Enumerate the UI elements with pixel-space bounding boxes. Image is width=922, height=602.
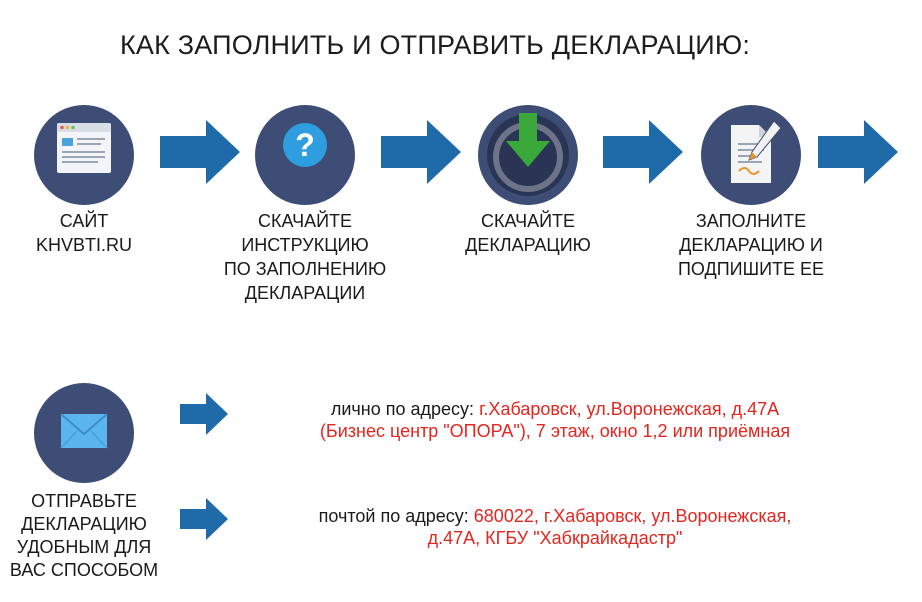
- send-label: ОТПРАВЬТЕ ДЕКЛАРАЦИЮ УДОБНЫМ ДЛЯ ВАС СПО…: [4, 490, 164, 582]
- step-1-icon-circle: [34, 105, 134, 205]
- arrow-step-4-next: [818, 120, 898, 184]
- send-label-line: ОТПРАВЬТЕ: [31, 491, 137, 511]
- step-2-icon-circle: ?: [255, 105, 355, 205]
- send-option-by-mail-line-1: почтой по адресу: 680022, г.Хабаровск, у…: [255, 505, 855, 527]
- send-label-line: УДОБНЫМ ДЛЯ: [16, 537, 152, 557]
- send-option-by-mail: почтой по адресу: 680022, г.Хабаровск, у…: [255, 505, 855, 549]
- step-4-label: ЗАПОЛНИТЕ ДЕКЛАРАЦИЮ И ПОДПИШИТЕ ЕЕ: [666, 209, 836, 281]
- step-2-label-line: ИНСТРУКЦИЮ: [241, 235, 369, 255]
- send-label-line: ВАС СПОСОБОМ: [9, 560, 159, 580]
- step-3-label-line: СКАЧАЙТЕ: [480, 211, 576, 231]
- step-1-label-line: САЙТ: [59, 211, 109, 231]
- send-label-line: ДЕКЛАРАЦИЮ: [21, 514, 147, 534]
- envelope-icon: [60, 413, 108, 449]
- send-option-in-person-lead: лично по адресу:: [330, 399, 480, 419]
- step-1-label: САЙТ KHVBTI.RU: [14, 209, 154, 257]
- send-option-in-person-address: г.Хабаровск, ул.Воронежская, д.47А: [479, 399, 780, 419]
- question-mark-icon: ?: [283, 123, 327, 167]
- arrow-step-1-to-2: [160, 120, 240, 184]
- step-4-label-line: ДЕКЛАРАЦИЮ И: [679, 235, 823, 255]
- step-4-icon-circle: [701, 105, 801, 205]
- arrow-send-in-person: [180, 393, 228, 435]
- send-option-by-mail-lead: почтой по адресу:: [318, 506, 474, 526]
- step-2-label-line: СКАЧАЙТЕ: [257, 211, 353, 231]
- send-option-in-person-line-1: лично по адресу: г.Хабаровск, ул.Воронеж…: [255, 398, 855, 420]
- step-2-label-line: ДЕКЛАРАЦИИ: [244, 283, 366, 303]
- svg-text:?: ?: [295, 127, 315, 163]
- step-1-label-line: KHVBTI.RU: [35, 235, 132, 255]
- step-3-label-line: ДЕКЛАРАЦИЮ: [465, 235, 591, 255]
- page-title: КАК ЗАПОЛНИТЬ И ОТПРАВИТЬ ДЕКЛАРАЦИЮ:: [119, 30, 751, 60]
- send-icon-circle: [34, 383, 134, 483]
- arrow-send-by-mail: [180, 498, 228, 540]
- step-4-label-line: ЗАПОЛНИТЕ: [695, 211, 807, 231]
- send-option-in-person: лично по адресу: г.Хабаровск, ул.Воронеж…: [255, 398, 855, 442]
- browser-window-icon: [57, 123, 111, 173]
- step-2-label: СКАЧАЙТЕ ИНСТРУКЦИЮ ПО ЗАПОЛНЕНИЮ ДЕКЛАР…: [220, 209, 390, 305]
- send-option-in-person-address-line-2: (Бизнес центр "ОПОРА"), 7 этаж, окно 1,2…: [319, 421, 791, 441]
- send-option-by-mail-address: 680022, г.Хабаровск, ул.Воронежская,: [473, 506, 792, 526]
- step-3-icon-circle: [478, 105, 578, 205]
- step-4-label-line: ПОДПИШИТЕ ЕЕ: [677, 259, 825, 279]
- document-pen-icon: [731, 120, 782, 183]
- send-option-by-mail-address-line-2: д.47А, КГБУ "Хабкрайкадастр": [427, 528, 683, 548]
- download-arrow-icon: [487, 113, 569, 196]
- step-3-label: СКАЧАЙТЕ ДЕКЛАРАЦИЮ: [448, 209, 608, 257]
- step-2-label-line: ПО ЗАПОЛНЕНИЮ: [223, 259, 387, 279]
- arrow-step-2-to-3: [381, 120, 461, 184]
- arrow-step-3-to-4: [603, 120, 683, 184]
